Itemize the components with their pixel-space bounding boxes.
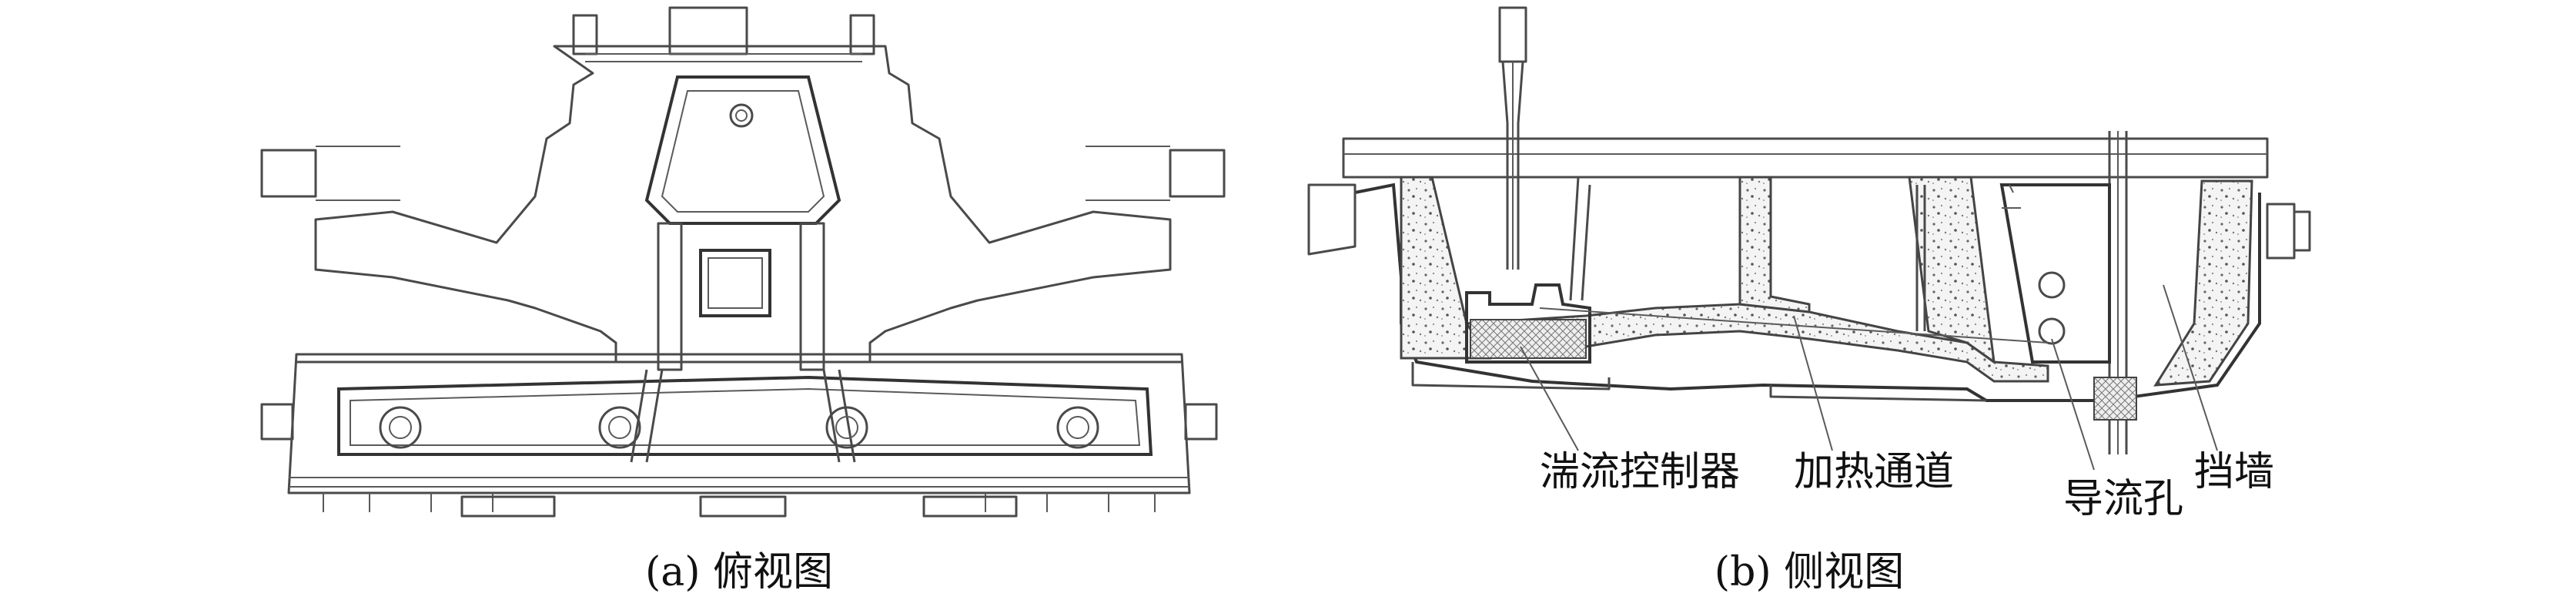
- right-arm-nozzle: [1169, 149, 1226, 198]
- center-box: [699, 249, 771, 317]
- label-heating-channel: 加热通道: [1794, 449, 1954, 495]
- caption-side-view: (b) 侧视图: [1715, 549, 1904, 595]
- guide-hole-lower: [2038, 317, 2066, 345]
- inlet-port: [729, 103, 754, 128]
- heating-channel-wall: [1738, 176, 1811, 313]
- label-retaining-wall: 挡墙: [2194, 449, 2274, 495]
- trough-ports: [379, 406, 1099, 449]
- right-lining: [2153, 179, 2253, 387]
- label-guide-hole: 导流孔: [2063, 476, 2183, 522]
- guide-hole-upper: [2038, 271, 2066, 299]
- turbulence-controller: [1470, 319, 1587, 359]
- label-turbulence-controller: 湍流控制器: [1540, 449, 1740, 495]
- left-arm-nozzle: [260, 149, 317, 198]
- cover-plate: [1342, 137, 2269, 179]
- top-view-drawing: [260, 6, 1226, 518]
- caption-top-view: (a) 俯视图: [645, 549, 833, 595]
- stopper-rod: [1498, 6, 1527, 63]
- outlet-nozzle: [2093, 377, 2137, 421]
- side-view-drawing: 湍流控制器 加热通道 导流孔 挡墙: [1307, 6, 2311, 522]
